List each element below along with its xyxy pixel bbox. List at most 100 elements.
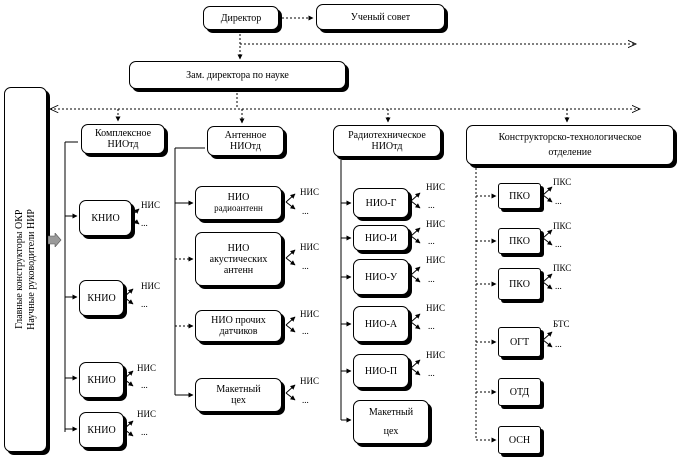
connector-60	[410, 367, 421, 376]
radio-unit-a: НИО-А	[353, 306, 409, 342]
design-unit-pko-3: ПКО	[498, 268, 541, 300]
connector-53	[410, 227, 421, 237]
chief-designers-box: Главные конструкторы ОКР Научные руковод…	[4, 87, 47, 452]
connector-42	[123, 428, 134, 437]
connector-66	[542, 281, 553, 290]
design-unit-ogt: ОГТ	[498, 327, 541, 357]
knio-2-dots: ...	[141, 299, 148, 309]
connector-49	[285, 384, 296, 394]
knio-box-1: КНИО	[79, 200, 132, 236]
radio-u-dots: ...	[428, 274, 435, 284]
connector-65	[542, 273, 553, 283]
connector-62	[542, 194, 553, 203]
connector-37	[123, 288, 134, 298]
connector-55	[410, 266, 421, 276]
connector-51	[410, 192, 421, 202]
knio-box-4: КНИО	[79, 412, 124, 448]
radio-unit-p: НИО-П	[353, 354, 409, 388]
radio-a-tag: НИС	[426, 303, 446, 313]
antenna-1-tag: НИС	[300, 187, 320, 197]
connector-44	[285, 201, 296, 210]
connector-43	[285, 193, 296, 203]
connector-50	[285, 392, 296, 401]
radio-i-dots: ...	[428, 236, 435, 246]
knio-4-tag: НИС	[137, 409, 157, 419]
antenna-4-tag: НИС	[300, 376, 320, 386]
pko-1-dots: ...	[555, 196, 562, 206]
connector-38	[123, 296, 134, 305]
side-arrow-icon	[48, 233, 62, 247]
radio-p-tag: НИС	[426, 350, 446, 360]
pko-2-tag: ПКС	[553, 221, 572, 231]
knio-3-tag: НИС	[137, 363, 157, 373]
connector-40	[123, 378, 134, 387]
radio-g-tag: НИС	[426, 182, 446, 192]
knio-1-dots: ...	[141, 218, 148, 228]
radio-unit-g: НИО-Г	[353, 188, 409, 218]
pko-3-dots: ...	[555, 281, 562, 291]
connector-67	[542, 331, 553, 341]
radio-g-dots: ...	[428, 200, 435, 210]
pko-1-tag: ПКС	[553, 177, 572, 187]
antenna-3-dots: ...	[302, 326, 309, 336]
radio-unit-u: НИО-У	[353, 259, 409, 295]
antenna-1-dots: ...	[302, 206, 309, 216]
antenna-2-tag: НИС	[300, 242, 320, 252]
connector-64	[542, 237, 553, 246]
connector-58	[410, 321, 421, 330]
connector-54	[410, 235, 421, 244]
connector-46	[285, 257, 296, 266]
connector-63	[542, 229, 553, 239]
radio-u-tag: НИС	[426, 255, 446, 265]
scientific-council-box: Ученый совет	[316, 4, 445, 30]
design-unit-osn: ОСН	[498, 426, 541, 454]
ogt-tag: БТС	[553, 319, 570, 329]
design-unit-pko-1: ПКО	[498, 183, 541, 209]
radio-unit-i: НИО-И	[353, 225, 409, 251]
knio-4-dots: ...	[141, 427, 148, 437]
design-unit-pko-2: ПКО	[498, 228, 541, 254]
pko-3-tag: ПКС	[553, 263, 572, 273]
knio-box-3: КНИО	[79, 362, 124, 398]
radio-p-dots: ...	[428, 368, 435, 378]
knio-2-tag: НИС	[141, 281, 161, 291]
ogt-dots: ...	[555, 339, 562, 349]
connector-68	[542, 339, 553, 348]
deputy-director-box: Зам. директора по науке	[129, 61, 346, 89]
connector-59	[410, 359, 421, 369]
chief-designers-label: Главные конструкторы ОКР Научные руковод…	[13, 209, 37, 330]
deputy-director-label: Зам. директора по науке	[186, 69, 289, 81]
antenna-4-dots: ...	[302, 395, 309, 405]
connector-47	[285, 316, 296, 326]
connector-56	[410, 274, 421, 283]
scientific-council-label: Ученый совет	[350, 11, 411, 23]
design-unit-otd: ОТД	[498, 378, 541, 406]
antenna-2-dots: ...	[302, 261, 309, 271]
radio-i-tag: НИС	[426, 219, 446, 229]
pko-2-dots: ...	[555, 239, 562, 249]
knio-1-tag: НИС	[141, 200, 161, 210]
knio-3-dots: ...	[141, 380, 148, 390]
radio-a-dots: ...	[428, 321, 435, 331]
antenna-3-tag: НИС	[300, 309, 320, 319]
connector-61	[542, 186, 553, 196]
connector-41	[123, 420, 134, 430]
connector-52	[410, 200, 421, 209]
connector-45	[285, 249, 296, 259]
connector-48	[285, 324, 296, 333]
director-label: Директор	[220, 12, 262, 24]
connector-57	[410, 313, 421, 323]
director-box: Директор	[203, 6, 279, 30]
connector-39	[123, 370, 134, 380]
